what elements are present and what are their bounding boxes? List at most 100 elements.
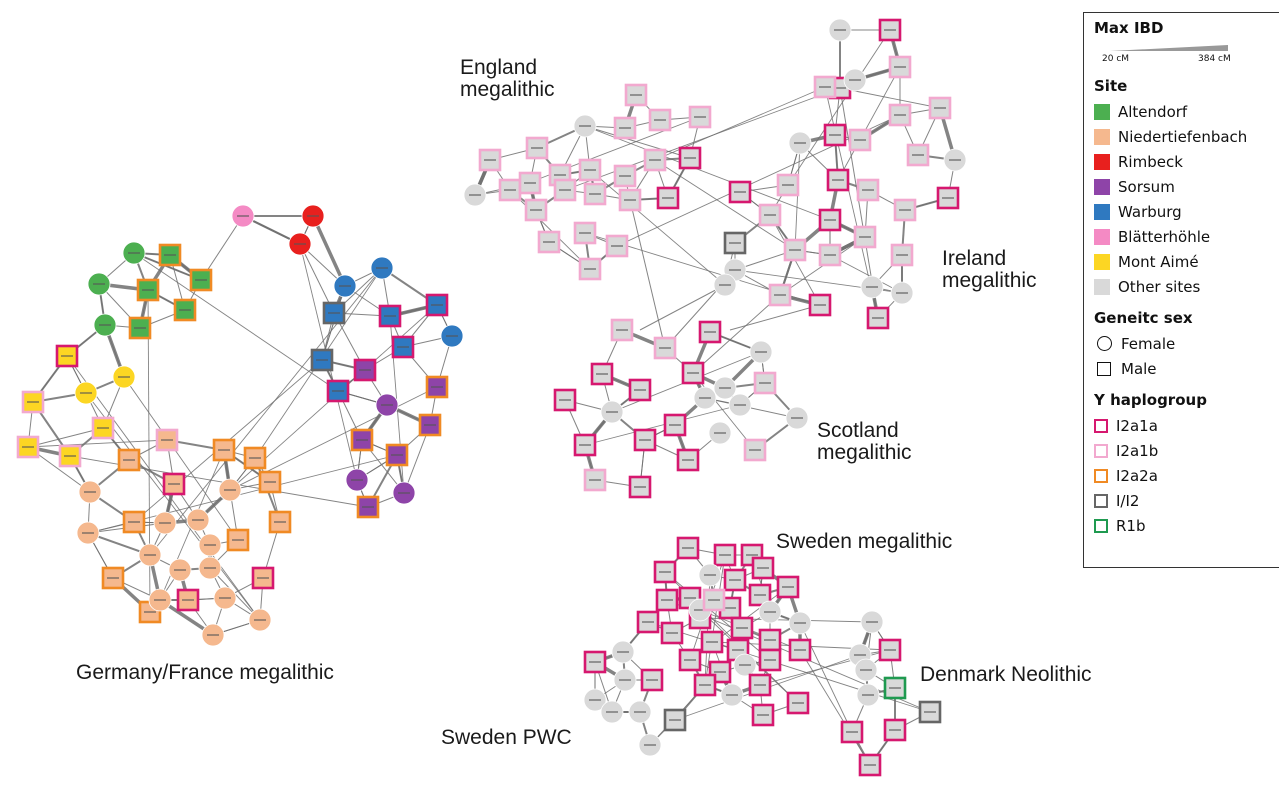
node-id-mark — [912, 154, 924, 156]
node-id-mark — [142, 289, 154, 291]
node-id-mark — [107, 577, 119, 579]
node-id-mark — [704, 331, 716, 333]
node-id-mark — [559, 189, 571, 191]
node-id-mark — [328, 312, 340, 314]
node-id-mark — [634, 389, 646, 391]
legend-site-item: Warburg — [1094, 199, 1279, 224]
node-id-mark — [684, 157, 696, 159]
node-id-mark — [123, 459, 135, 461]
node-id-mark — [659, 347, 671, 349]
outline-swatch-icon — [1094, 418, 1108, 433]
node-id-mark — [619, 127, 631, 129]
ibd-edge — [584, 125, 831, 221]
node-id-mark — [687, 372, 699, 374]
node-id-mark — [584, 169, 596, 171]
node-id-mark — [789, 249, 801, 251]
node-id-mark — [307, 215, 319, 217]
node-id-mark — [824, 219, 836, 221]
node-id-mark — [579, 125, 591, 127]
node-id-mark — [834, 29, 846, 31]
node-id-mark — [606, 711, 618, 713]
outline-swatch-icon — [1094, 518, 1108, 533]
node-id-mark — [846, 731, 858, 733]
node-id-mark — [757, 714, 769, 716]
ibd-edge — [639, 284, 726, 331]
node-id-mark — [896, 292, 908, 294]
outline-swatch-icon — [1094, 468, 1108, 483]
node-id-mark — [889, 687, 901, 689]
legend-sex-female: Female — [1094, 331, 1279, 356]
node-id-mark — [174, 569, 186, 571]
node-id-mark — [619, 679, 631, 681]
node-id-mark — [764, 659, 776, 661]
node-id-mark — [669, 424, 681, 426]
node-id-mark — [207, 634, 219, 636]
legend-site-item: Sorsum — [1094, 174, 1279, 199]
node-id-mark — [339, 285, 351, 287]
node-id-mark — [589, 479, 601, 481]
node-id-mark — [192, 519, 204, 521]
node-id-mark — [669, 719, 681, 721]
node-id-mark — [118, 376, 130, 378]
node-id-mark — [182, 599, 194, 601]
node-id-mark — [814, 304, 826, 306]
ibd-edge — [729, 304, 821, 331]
ibd-edge — [584, 125, 691, 159]
ibd-edge — [564, 87, 841, 191]
legend-yhap-item: I2a1b — [1094, 438, 1279, 463]
node-id-mark — [484, 159, 496, 161]
node-id-mark — [589, 661, 601, 663]
node-id-mark — [726, 694, 738, 696]
ibd-edge — [133, 252, 339, 392]
legend-title-site: Site — [1094, 77, 1128, 95]
color-swatch-icon — [1094, 253, 1110, 270]
node-id-mark — [859, 236, 871, 238]
node-id-mark — [824, 254, 836, 256]
node-id-mark — [649, 159, 661, 161]
node-id-mark — [642, 621, 654, 623]
node-id-mark — [862, 189, 874, 191]
node-id-mark — [644, 744, 656, 746]
color-swatch-icon — [1094, 103, 1110, 120]
node-layer — [16, 18, 967, 777]
node-id-mark — [579, 232, 591, 234]
ibd-edge — [654, 159, 796, 251]
edge-layer — [27, 29, 957, 766]
ibd-edge — [589, 169, 726, 286]
node-id-mark — [732, 649, 744, 651]
cluster-label-denmark-neolithic: Denmark Neolithic — [920, 663, 1092, 686]
node-id-mark — [714, 432, 726, 434]
node-id-mark — [894, 114, 906, 116]
node-id-mark — [128, 252, 140, 254]
node-id-mark — [589, 699, 601, 701]
node-id-mark — [764, 214, 776, 216]
legend-sex-male: Male — [1094, 356, 1279, 381]
node-id-mark — [224, 489, 236, 491]
ibd-edge — [27, 427, 104, 448]
node-id-mark — [889, 729, 901, 731]
ibd-edge — [629, 199, 666, 349]
node-id-mark — [61, 355, 73, 357]
ibd-scale: 20 cM 384 cM — [1094, 41, 1279, 67]
node-id-mark — [934, 107, 946, 109]
color-swatch-icon — [1094, 153, 1110, 170]
node-id-mark — [376, 267, 388, 269]
node-id-mark — [530, 209, 542, 211]
node-id-mark — [80, 392, 92, 394]
node-id-mark — [617, 651, 629, 653]
node-id-mark — [27, 401, 39, 403]
node-id-mark — [872, 317, 884, 319]
node-id-mark — [854, 654, 866, 656]
color-swatch-icon — [1094, 128, 1110, 145]
ibd-edge — [647, 621, 931, 713]
node-id-mark — [724, 607, 736, 609]
node-id-mark — [93, 283, 105, 285]
node-id-mark — [397, 346, 409, 348]
cluster-label-germany-france: Germany/France megalithic — [76, 661, 334, 684]
node-id-mark — [611, 245, 623, 247]
ibd-edge — [85, 392, 261, 621]
node-id-mark — [942, 197, 954, 199]
node-id-mark — [154, 599, 166, 601]
